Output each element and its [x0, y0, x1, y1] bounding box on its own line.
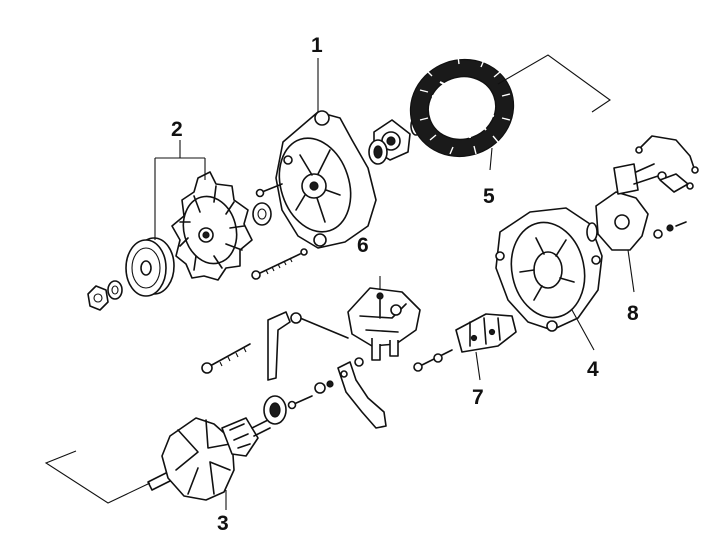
rectifier-diode-holder — [455, 313, 517, 353]
fan — [171, 171, 253, 281]
rotor-leader-bracket — [44, 450, 151, 504]
long-mounting-bolt — [201, 343, 251, 374]
callout-7: 7 — [472, 386, 484, 409]
callout-3: 3 — [217, 512, 229, 535]
pulley-nut — [87, 285, 109, 311]
rear-cover-terminal — [595, 163, 687, 251]
small-screw-and-washer — [287, 380, 334, 410]
callout-8: 8 — [627, 302, 639, 325]
regulator-screw-bracket — [267, 311, 349, 381]
callout-5: 5 — [483, 185, 495, 208]
callout-6: 6 — [357, 234, 369, 257]
drive-end-housing — [275, 110, 377, 249]
stator — [409, 55, 515, 158]
callout-leaders — [225, 58, 635, 510]
slip-ring-end-housing — [495, 207, 603, 332]
rectifier-screw — [413, 349, 453, 372]
callout-2: 2 — [171, 118, 183, 141]
through-bolt-upper — [255, 183, 283, 198]
pulley-lock-washer — [107, 280, 123, 300]
stator-leader-bracket — [497, 54, 611, 113]
terminal-strap — [337, 361, 387, 429]
spacer-bushing — [252, 202, 272, 226]
pulley — [125, 237, 175, 297]
rotor — [147, 417, 271, 501]
brush-holder-regulator — [347, 287, 421, 367]
callout-4: 4 — [587, 358, 599, 381]
callout-2-bracket — [154, 140, 206, 240]
callout-1: 1 — [311, 34, 323, 57]
wiring-connector-leads — [635, 135, 699, 193]
through-bolt-lower — [251, 248, 308, 280]
rear-cover-o-ring — [586, 222, 598, 242]
front-bearing — [368, 139, 388, 165]
rear-bearing — [263, 395, 287, 425]
